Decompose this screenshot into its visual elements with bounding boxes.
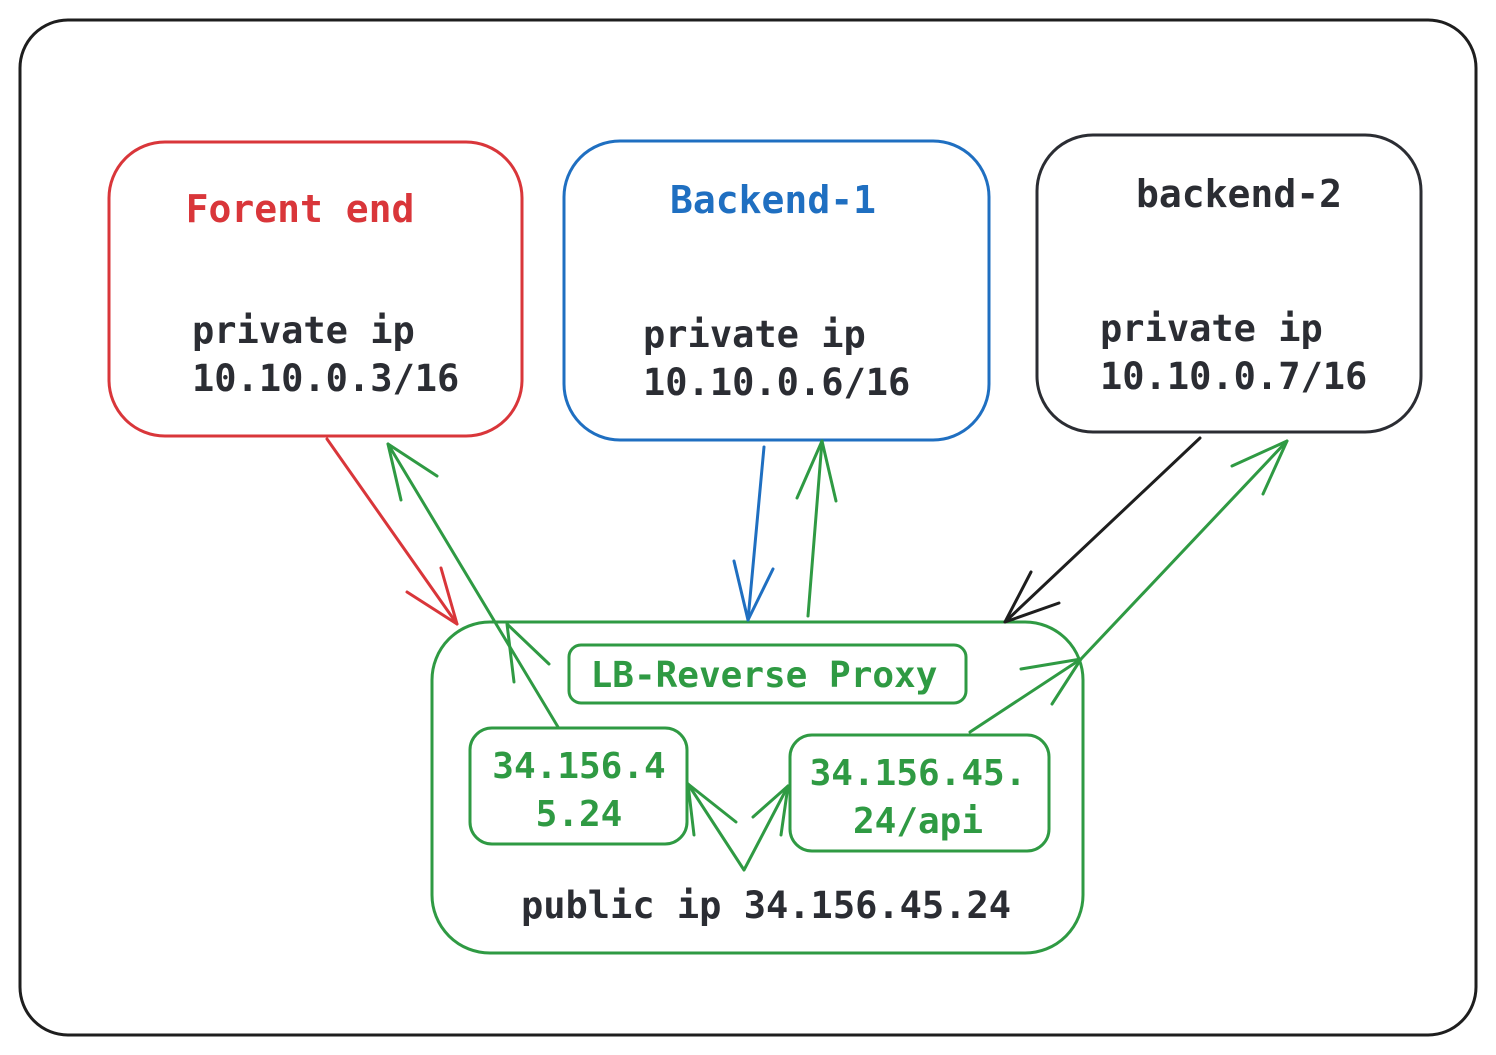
- frontend-title: Forent end: [186, 187, 415, 231]
- arrowhead-split-left-b: [686, 782, 696, 837]
- arrowhead-split-left: [686, 782, 738, 824]
- arrow-lb-title-branch: [505, 622, 551, 684]
- arrowhead-lb-to-backend1: [795, 439, 838, 503]
- frontend-node[interactable]: Forent end private ip 10.10.0.3/16: [107, 140, 524, 438]
- arrow-public-ip-split: [686, 782, 790, 872]
- arrow-backend2-to-lb: [1003, 436, 1202, 624]
- backend2-private-ip-value: 10.10.0.7/16: [1100, 355, 1367, 398]
- lb-title-box: [567, 643, 968, 705]
- arrow-lb-to-backend1: [806, 439, 824, 618]
- backend1-box: [562, 139, 991, 442]
- frontend-box: [107, 140, 524, 438]
- arrowhead-backend1-to-lb: [732, 559, 775, 622]
- route-api-line2: 24/api: [853, 801, 983, 842]
- backend1-private-ip-label: private ip: [643, 313, 866, 356]
- backend1-node[interactable]: Backend-1 private ip 10.10.0.6/16: [562, 139, 991, 442]
- load-balancer-node[interactable]: LB-Reverse Proxy 34.156.4 5.24 34.156.45…: [430, 620, 1085, 955]
- arrowhead-lb-to-frontend: [386, 442, 439, 502]
- arrow-backend1-to-lb: [746, 445, 766, 622]
- arrow-lb-to-frontend: [386, 442, 560, 729]
- arrowhead-frontend-to-lb: [405, 566, 459, 626]
- route-frontend-line1: 34.156.4: [492, 746, 665, 787]
- backend2-private-ip-label: private ip: [1100, 307, 1323, 350]
- backend2-box: [1035, 133, 1423, 434]
- load-balancer-box: [430, 620, 1085, 955]
- backend2-node[interactable]: backend-2 private ip 10.10.0.7/16: [1035, 133, 1423, 434]
- connectors: [325, 436, 1289, 872]
- outer-frame: [18, 18, 1478, 1037]
- frontend-private-ip-label: private ip: [192, 309, 415, 352]
- frontend-private-ip-value: 10.10.0.3/16: [192, 357, 459, 400]
- lb-title: LB-Reverse Proxy: [591, 655, 938, 696]
- route-api-line1: 34.156.45.: [810, 753, 1027, 794]
- arrowhead-lb-to-backend2-mid: [1019, 657, 1083, 706]
- backend1-private-ip-value: 10.10.0.6/16: [643, 361, 910, 404]
- backend2-title: backend-2: [1136, 172, 1342, 216]
- route-api-box[interactable]: [788, 733, 1051, 853]
- arrow-frontend-to-lb: [325, 437, 459, 626]
- route-frontend-line2: 5.24: [536, 794, 623, 835]
- backend1-title: Backend-1: [670, 178, 876, 222]
- arrowhead-backend2-to-lb: [1003, 570, 1061, 624]
- arrowhead-split-right: [751, 784, 790, 819]
- arrowhead-split-right-b: [779, 784, 790, 837]
- lb-public-ip: public ip 34.156.45.24: [521, 884, 1011, 927]
- arrowhead-lb-to-backend2: [1230, 439, 1289, 496]
